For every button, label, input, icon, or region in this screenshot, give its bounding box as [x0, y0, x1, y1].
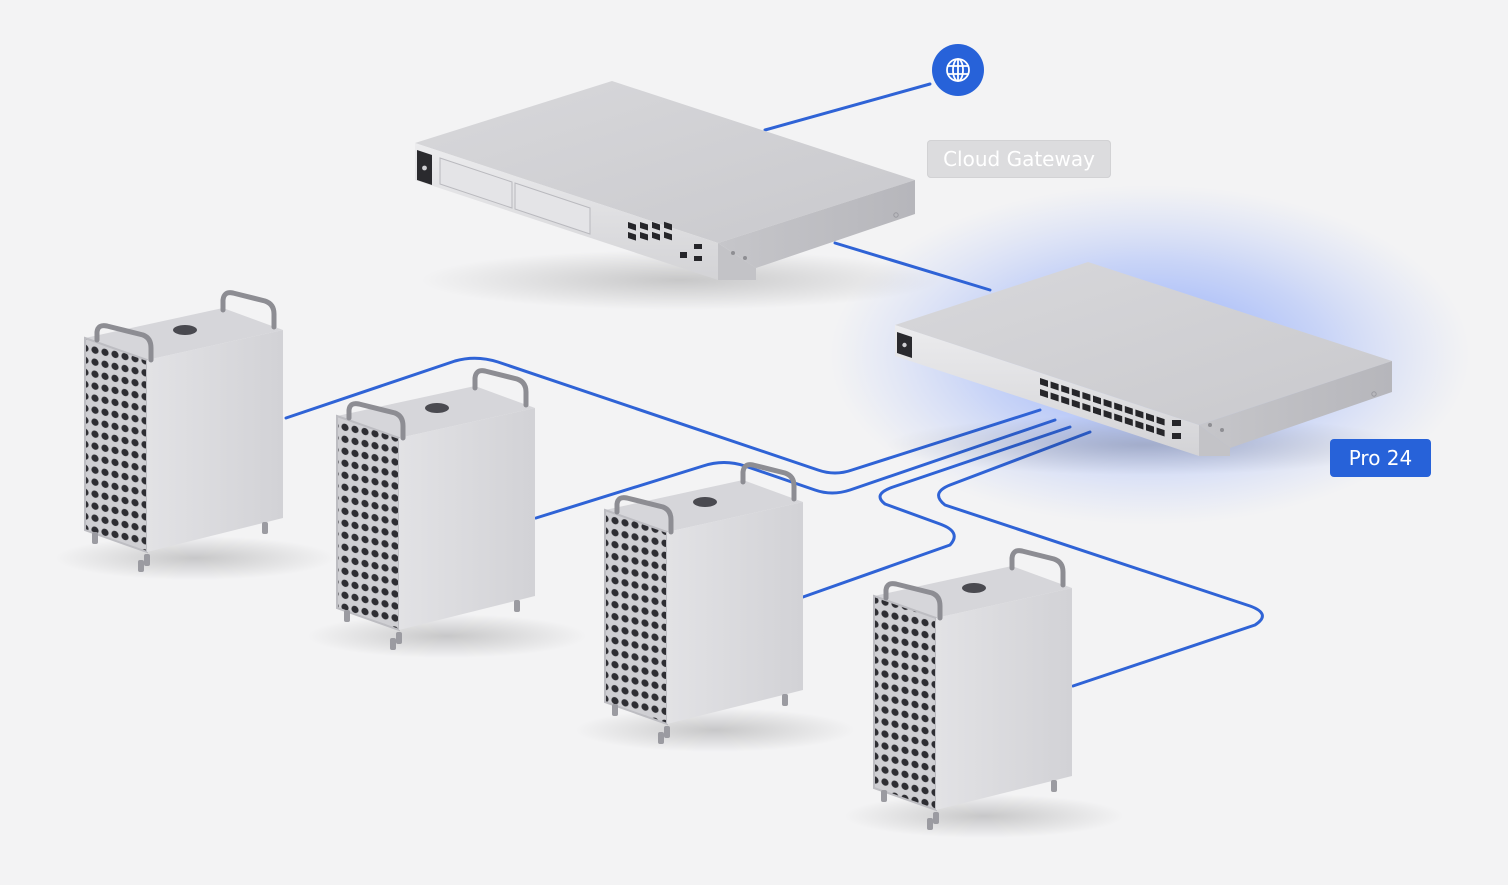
workstation-2[interactable]	[307, 368, 587, 658]
perforated-front	[337, 416, 399, 630]
switch-port	[1103, 409, 1112, 419]
front-handle	[614, 495, 674, 535]
switch-ports	[1040, 378, 1165, 437]
front-handle	[346, 401, 406, 441]
globe-icon	[946, 58, 970, 82]
switch-port	[1071, 388, 1080, 398]
cable-gateway-switch	[833, 241, 992, 292]
switch-port	[1040, 378, 1048, 387]
switch-port	[1093, 406, 1101, 416]
switch-port	[1146, 423, 1154, 433]
front-handle	[883, 581, 943, 621]
workstation-1[interactable]	[55, 290, 335, 580]
switch-port	[1050, 392, 1059, 402]
switch-port	[1124, 416, 1133, 426]
switch-port	[1103, 398, 1112, 408]
cable-switch-workstation-2	[534, 418, 1057, 520]
internet-node[interactable]	[932, 44, 984, 96]
front-handle	[94, 323, 154, 363]
switch-port	[1061, 395, 1070, 405]
workstation-4[interactable]	[844, 548, 1124, 838]
pro-24-switch-device[interactable]	[885, 262, 1405, 475]
switch-port	[1124, 405, 1133, 415]
workstation-3[interactable]	[575, 462, 855, 752]
switch-port	[1114, 402, 1123, 412]
cable-switch-workstation-4	[937, 430, 1264, 688]
switch-port	[1114, 413, 1123, 423]
cables	[284, 82, 1264, 688]
cable-switch-workstation-3	[801, 425, 1072, 599]
pro-24-label[interactable]: Pro 24	[1330, 439, 1431, 477]
switch-port	[1050, 381, 1059, 391]
switch-port	[1135, 409, 1144, 419]
rear-handle	[220, 290, 277, 330]
perforated-front	[85, 338, 147, 552]
switch-port	[1061, 384, 1070, 394]
cloud-gateway-device[interactable]	[415, 81, 940, 310]
cloud-gateway-label[interactable]: Cloud Gateway	[927, 140, 1111, 178]
workstations	[55, 290, 1124, 838]
switch-port	[1146, 412, 1154, 422]
switch-port	[1135, 420, 1144, 430]
perforated-front	[874, 596, 936, 810]
rear-handle	[740, 462, 797, 502]
cable-switch-workstation-1	[284, 356, 1042, 475]
switch-port	[1093, 395, 1101, 405]
switch-port	[1156, 427, 1165, 437]
cable-internet-gateway	[763, 82, 932, 132]
switch-port	[1082, 391, 1091, 401]
perforated-front	[605, 510, 667, 724]
rear-handle	[1009, 548, 1066, 588]
switch-port	[1071, 399, 1080, 409]
switch-port	[1040, 389, 1048, 398]
switch-port	[1156, 416, 1165, 426]
switch-port	[1082, 402, 1091, 412]
gateway-ports	[628, 221, 702, 261]
rear-handle	[472, 368, 529, 408]
